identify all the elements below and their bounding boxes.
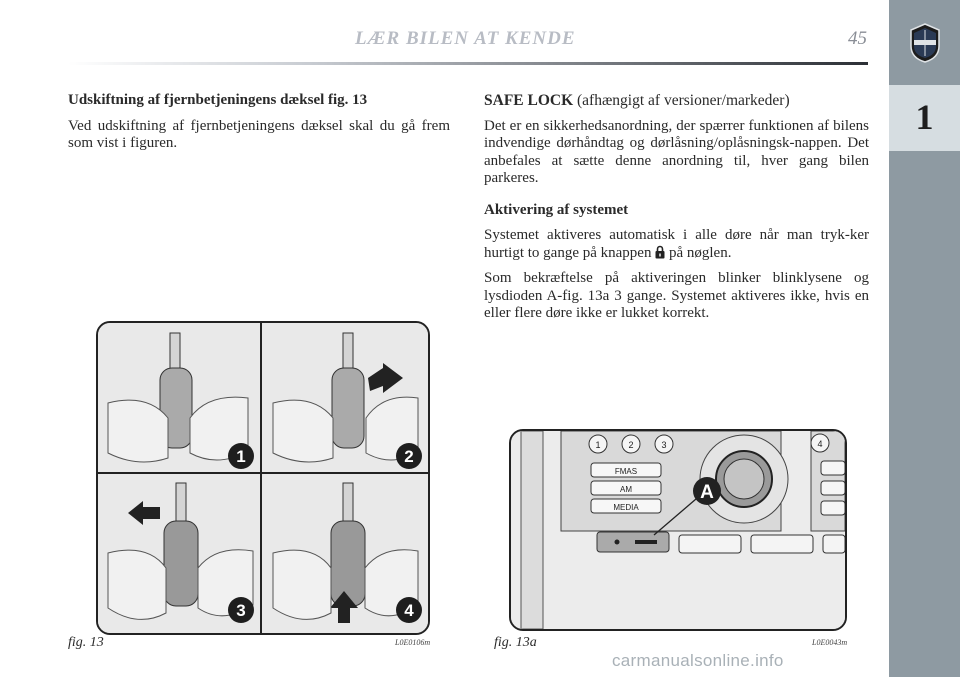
step-3-panel (107, 482, 254, 620)
header-rule (68, 62, 868, 65)
preset-2-label: 2 (628, 440, 633, 450)
watermark: carmanualsonline.info (612, 651, 784, 670)
section-heading: Udskiftning af fjernbetjeningens dæksel … (68, 92, 368, 108)
callout-a-label: A (700, 482, 714, 503)
chapter-number: 1 (915, 97, 934, 137)
step-4-number: 4 (404, 601, 414, 620)
fm-button-label: FMAS (615, 467, 637, 476)
safe-lock-intro: Det er en sikkerhedsanordning, der spærr… (484, 117, 869, 187)
figure-13-code: L0E0106m (395, 638, 431, 647)
figure-13a-caption: fig. 13a (494, 635, 537, 650)
safe-lock-note: (afhængigt af versioner/markeder) (573, 92, 790, 109)
chapter-badge (889, 85, 960, 151)
step-3-number: 3 (236, 601, 245, 620)
activation-paragraph: Systemet aktiveres automatisk i alle dør… (484, 227, 869, 262)
figure-13-illustration: 1 2 3 4 (96, 321, 430, 635)
step-1-panel (107, 332, 249, 463)
figure-13-caption: fig. 13 (68, 635, 104, 650)
am-button-label: AM (620, 485, 632, 494)
padlock-icon (655, 245, 665, 258)
step-1-number: 1 (236, 447, 245, 466)
running-header: LÆR BILEN AT KENDE (355, 28, 576, 49)
safe-lock-title: SAFE LOCK (afhængigt af versioner/marked… (484, 92, 869, 110)
activation-heading: Aktivering af systemet (484, 201, 629, 218)
lancia-logo-icon (910, 23, 940, 63)
media-button-label: MEDIA (613, 503, 639, 512)
activation-text-a: Systemet aktiveres automatisk i alle dør… (484, 227, 869, 261)
page-number: 45 (848, 28, 867, 49)
preset-1-label: 1 (595, 440, 600, 450)
confirmation-paragraph: Som bekræftelse på aktiveringen blinker … (484, 270, 869, 321)
right-column: SAFE LOCK (afhængigt af versioner/marked… (484, 92, 869, 331)
instruction-paragraph: Ved udskiftning af fjernbetjeningens dæk… (68, 117, 450, 152)
dashboard-drawing: 1 2 3 4 FMAS AM MEDIA A (511, 431, 845, 629)
figure-13a-code: L0E0043m (812, 638, 848, 647)
left-column: Udskiftning af fjernbetjeningens dæksel … (68, 92, 450, 161)
preset-3-label: 3 (661, 440, 666, 450)
safe-lock-label: SAFE LOCK (484, 92, 574, 109)
preset-4-label: 4 (817, 439, 822, 449)
figure-13a-illustration: 1 2 3 4 FMAS AM MEDIA A (509, 429, 847, 631)
activation-text-b: på nøglen. (665, 244, 732, 261)
step-2-number: 2 (404, 447, 413, 466)
key-cover-steps-drawing: 1 2 3 4 (98, 323, 428, 633)
